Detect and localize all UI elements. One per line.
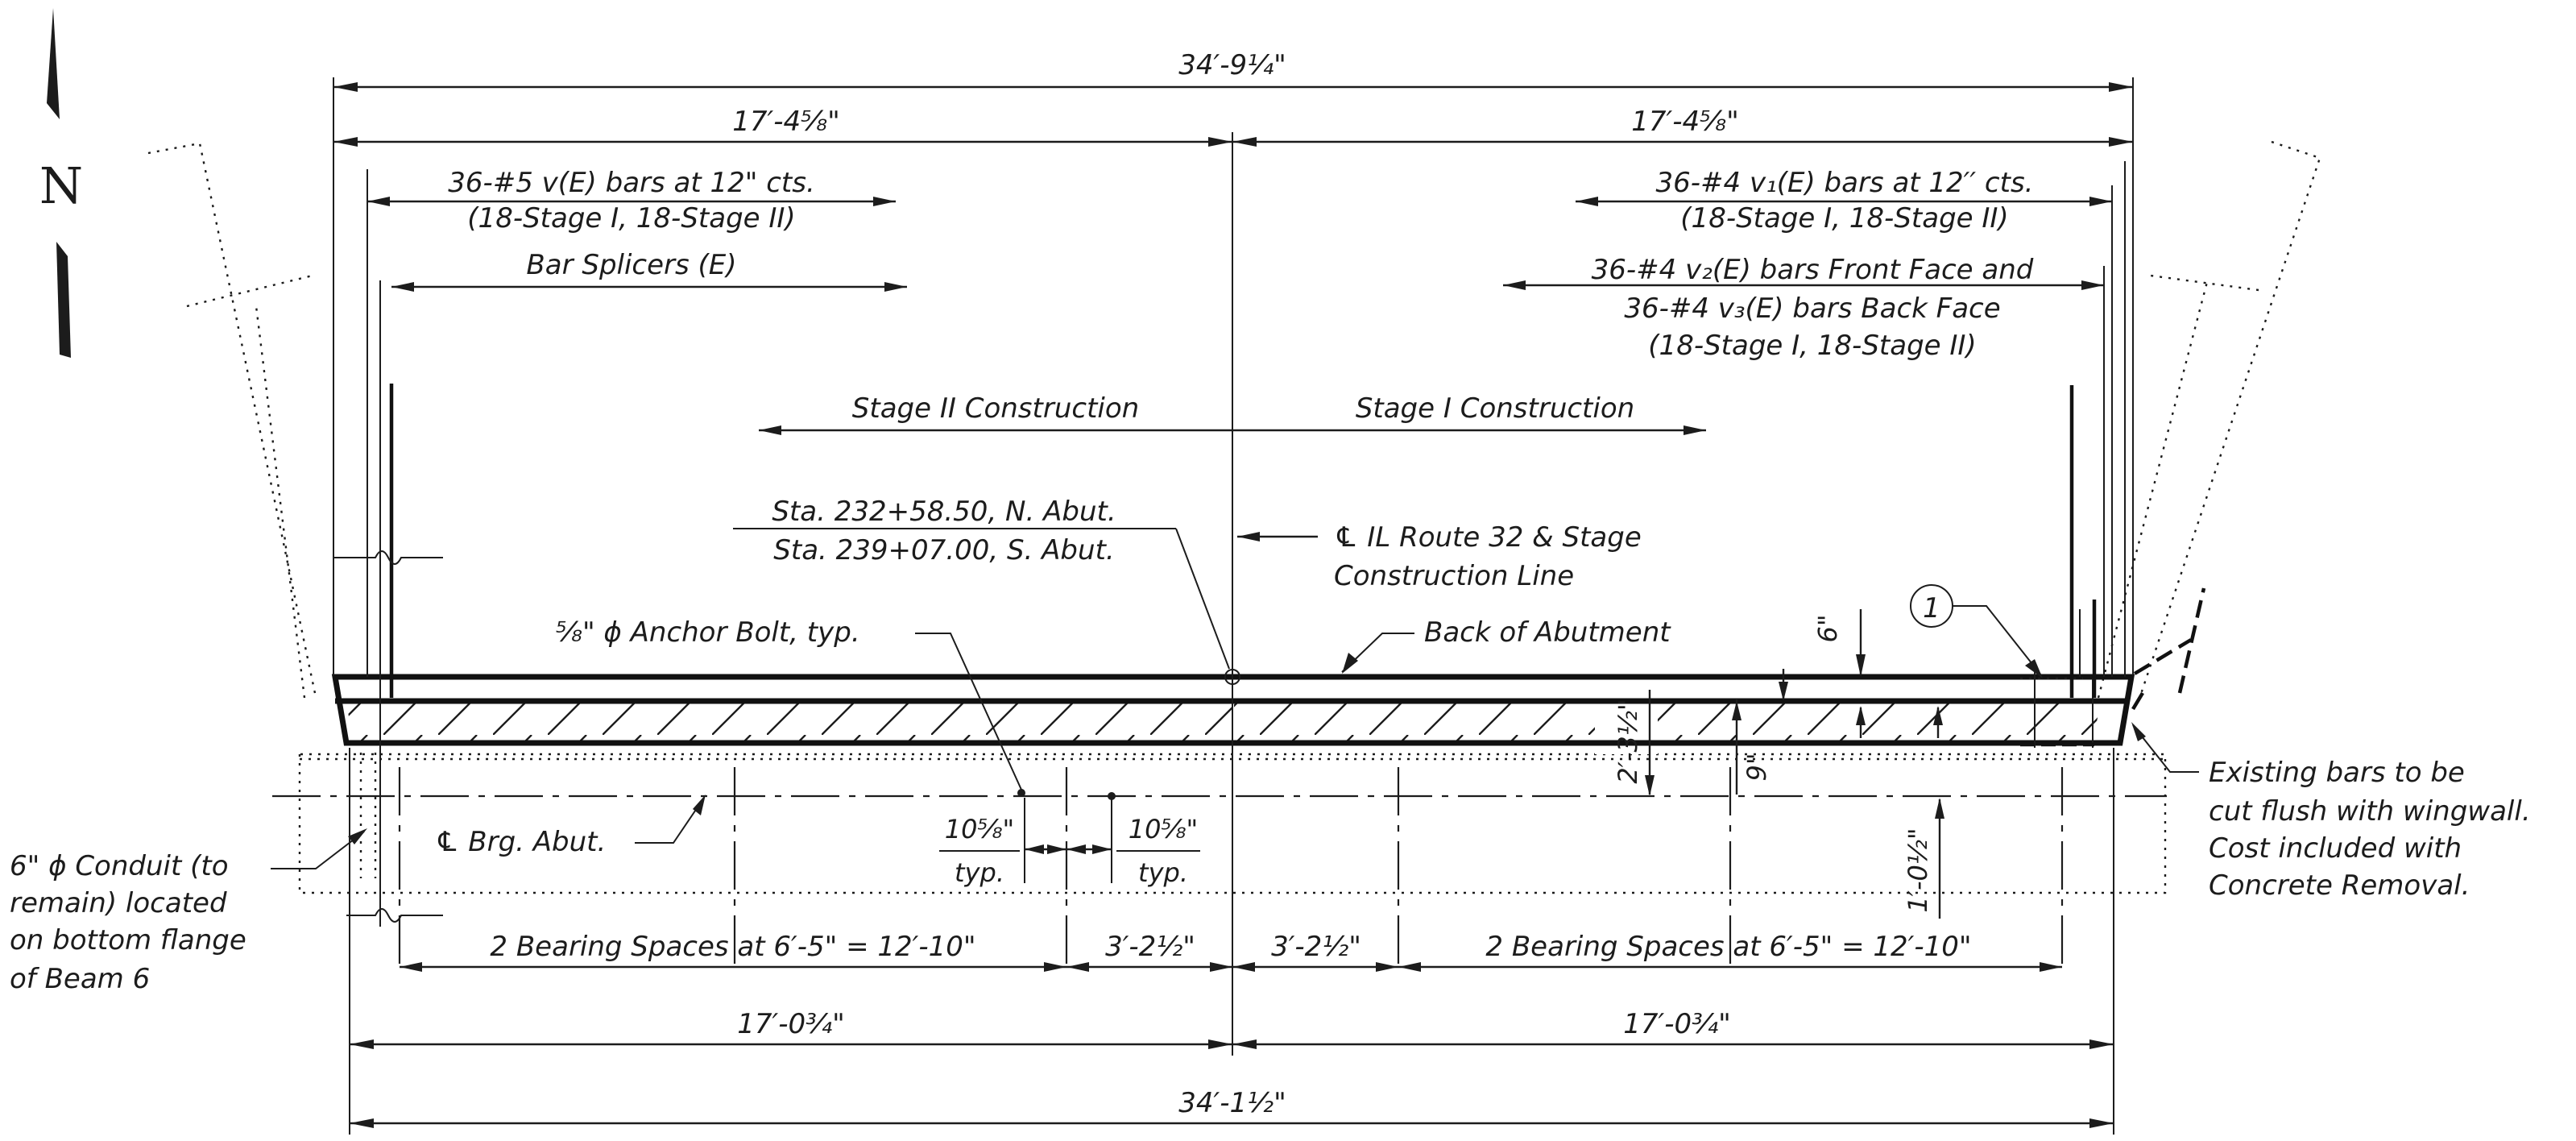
dim-half-left-top: 17′-4⅝" — [732, 106, 839, 138]
dim-half-left-bottom: 17′-0¾" — [737, 1008, 844, 1040]
bar-splicers-label: Bar Splicers (E) — [526, 249, 736, 281]
conduit-line4: of Beam 6 — [10, 963, 150, 995]
stage-labels: Stage II Construction Stage I Constructi… — [759, 392, 1706, 435]
top-dimension-lines — [333, 77, 2134, 675]
conduit-line1: 6" ϕ Conduit (to — [10, 850, 229, 882]
conduit-line2: remain) located — [10, 887, 227, 919]
bars-right2-line1: 36-#4 v₂(E) bars Front Face and — [1592, 254, 2034, 286]
conduit-break-symbol — [333, 550, 443, 923]
bearing-centerline-label: ℄ Brg. Abut. — [435, 826, 606, 858]
right-wingwall — [2097, 140, 2321, 702]
note-anchor-bolt: ⅝" ϕ Anchor Bolt, typ. — [556, 616, 1025, 797]
center-lines — [272, 132, 2167, 1056]
note-centerline: ℄ IL Route 32 & Stage Construction Line — [1237, 521, 1642, 592]
left-wingwall — [147, 142, 317, 699]
anchor-left-typ: typ. — [955, 857, 1004, 888]
right-wingwall-dashed — [2131, 587, 2206, 711]
note-station: Sta. 232+58.50, N. Abut. Sta. 239+07.00,… — [733, 496, 1230, 670]
bottom-dimension-lines — [349, 748, 2114, 1135]
station-line1: Sta. 232+58.50, N. Abut. — [772, 496, 1116, 528]
existing-line4: Concrete Removal. — [2209, 869, 2470, 902]
note-bar-splicers: Bar Splicers (E) — [391, 249, 907, 292]
bars-right-line1: 36-#4 v₁(E) bars at 12′′ cts. — [1656, 167, 2034, 199]
north-label: N — [39, 156, 83, 215]
existing-line1: Existing bars to be — [2209, 757, 2465, 789]
dim-nine-inch-group: 9" — [1732, 699, 1943, 795]
north-arrow-upper-icon — [47, 8, 60, 119]
substructure-outline — [298, 753, 2167, 894]
dim-overall-bottom: 34′-1½" — [1178, 1087, 1286, 1119]
anchor-bolt-label: ⅝" ϕ Anchor Bolt, typ. — [556, 616, 860, 649]
anchor-right-value: 10⅝" — [1129, 814, 1198, 844]
north-arrow: N — [39, 8, 83, 358]
callout-number: 1 — [1923, 592, 1940, 624]
anchor-left-value: 10⅝" — [945, 814, 1014, 844]
note-conduit: 6" ϕ Conduit (to remain) located on bott… — [10, 828, 367, 995]
stage-two-label: Stage II Construction — [852, 392, 1139, 425]
note-back-of-abutment: Back of Abutment — [1341, 616, 1671, 674]
centerline-line2: Construction Line — [1334, 560, 1574, 592]
back-of-abutment-label: Back of Abutment — [1424, 616, 1671, 649]
dim-bearing-right: 2 Bearing Spaces at 6′-5" = 12′-10" — [1485, 931, 1971, 963]
dim-six-inch-group: 6" — [1779, 609, 1866, 701]
stage-one-label: Stage I Construction — [1356, 392, 1634, 425]
bars-right-line2: (18-Stage I, 18-Stage II) — [1680, 202, 2008, 234]
bars-left-line1: 36-#5 v(E) bars at 12" cts. — [448, 167, 815, 199]
dim-nine-inch: 9" — [1741, 753, 1772, 781]
vertical-bars — [359, 161, 2126, 927]
dim-half-right-top: 17′-4⅝" — [1631, 106, 1738, 138]
existing-line2: cut flush with wingwall. — [2209, 795, 2531, 828]
dim-one-foot-group: 1′-0½" — [1903, 798, 1944, 919]
dim-overall-top: 34′-9¼" — [1178, 49, 1286, 81]
dim-abut-depth: 2′-3½" — [1613, 699, 1643, 783]
centerline-line1: ℄ IL Route 32 & Stage — [1334, 521, 1642, 554]
note-right-bars-faces: 36-#4 v₂(E) bars Front Face and 36-#4 v₃… — [1503, 254, 2104, 362]
north-arrow-lower-icon — [56, 242, 71, 358]
note-existing-bars: Existing bars to be cut flush with wingw… — [2131, 722, 2531, 902]
dim-center-left: 3′-2½" — [1105, 931, 1195, 963]
existing-line3: Cost included with — [2209, 832, 2462, 865]
abutment-body — [331, 670, 2135, 754]
bars-left-line2: (18-Stage I, 18-Stage II) — [467, 202, 795, 234]
dim-six-inch: 6" — [1812, 614, 1843, 642]
note-left-bars: 36-#5 v(E) bars at 12" cts. (18-Stage I,… — [367, 167, 896, 234]
station-line2: Sta. 239+07.00, S. Abut. — [773, 534, 1114, 566]
note-right-bars: 36-#4 v₁(E) bars at 12′′ cts. (18-Stage … — [1576, 167, 2112, 234]
anchor-right-typ: typ. — [1138, 857, 1188, 888]
note-bearing-centerline: ℄ Brg. Abut. — [435, 795, 706, 858]
dim-abut-depth-group: 2′-3½" — [1613, 690, 1655, 796]
bars-right2-line3: (18-Stage I, 18-Stage II) — [1648, 330, 1976, 362]
dim-half-right-bottom: 17′-0¾" — [1623, 1008, 1730, 1040]
dim-bearing-left: 2 Bearing Spaces at 6′-5" = 12′-10" — [490, 931, 975, 963]
bars-right2-line2: 36-#4 v₃(E) bars Back Face — [1624, 293, 2000, 325]
dim-one-foot: 1′-0½" — [1903, 828, 1933, 912]
callout-one: 1 — [1910, 584, 2043, 678]
dim-center-right: 3′-2½" — [1271, 931, 1361, 963]
anchor-spacing: 10⅝" typ. 10⅝" typ. — [939, 792, 1200, 888]
conduit-line3: on bottom flange — [10, 924, 246, 956]
